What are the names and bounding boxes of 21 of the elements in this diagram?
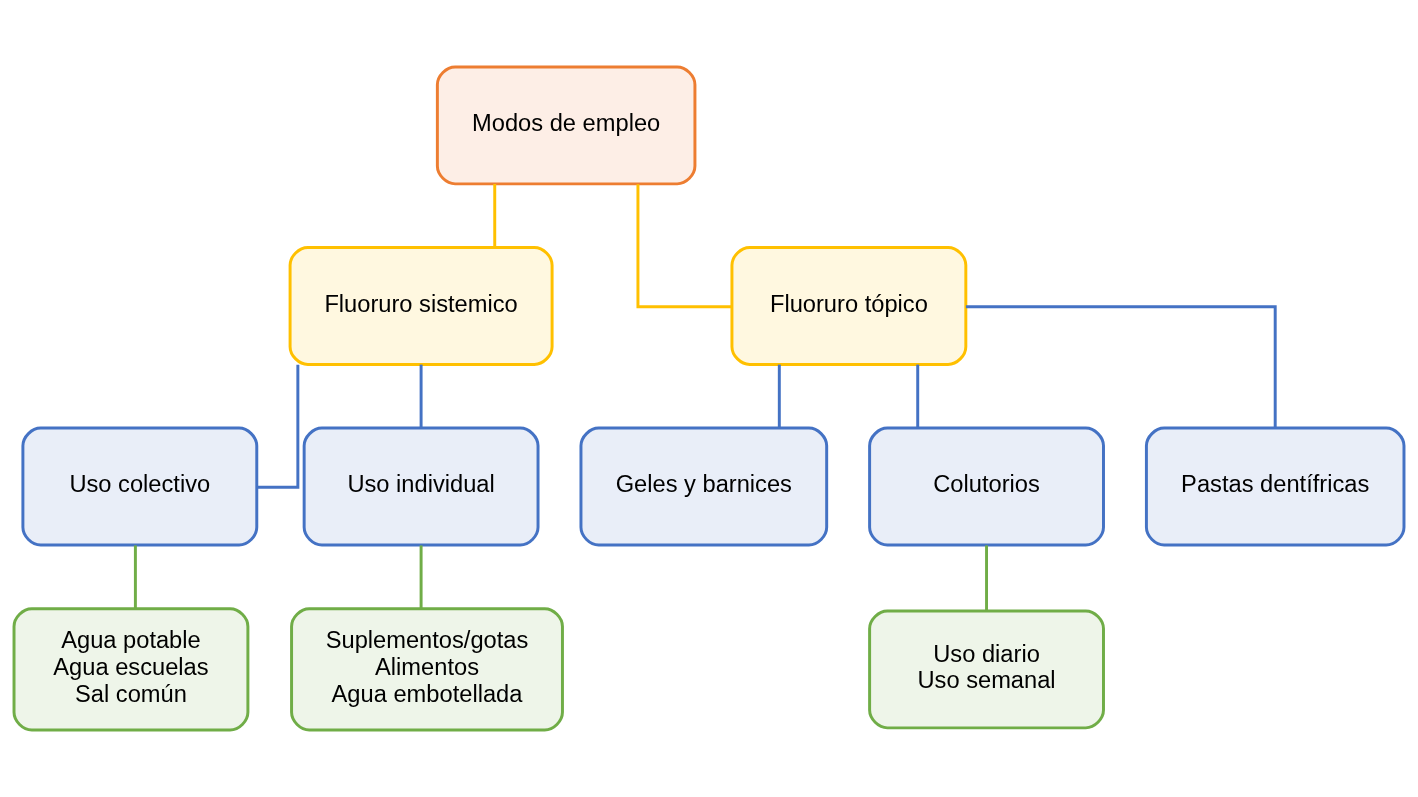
node-box: Fluoruro tópico xyxy=(730,246,968,366)
node-box: Uso individual xyxy=(302,426,540,547)
connector xyxy=(493,184,497,247)
node-box: Uso diario Uso semanal xyxy=(868,609,1105,730)
connector xyxy=(636,184,732,309)
node-box: Agua potable Agua escuelas Sal común xyxy=(12,607,250,732)
node-box: Suplementos/gotas Alimentos Agua embotellada xyxy=(290,607,564,732)
node-box: Uso colectivo xyxy=(21,426,259,547)
connector xyxy=(985,545,989,611)
node-box: Pastas dentífricas xyxy=(1144,426,1406,547)
node-box: Geles y barnices xyxy=(579,426,829,547)
node-box: Modos de empleo xyxy=(435,65,697,186)
connector xyxy=(133,545,137,609)
connector xyxy=(965,305,1277,428)
node-box: Fluoruro sistemico xyxy=(288,246,554,366)
node-box: Colutorios xyxy=(868,426,1105,547)
connector xyxy=(419,545,423,609)
connector xyxy=(777,364,781,428)
connector xyxy=(419,364,423,428)
connector xyxy=(257,364,300,489)
connector xyxy=(916,364,920,428)
